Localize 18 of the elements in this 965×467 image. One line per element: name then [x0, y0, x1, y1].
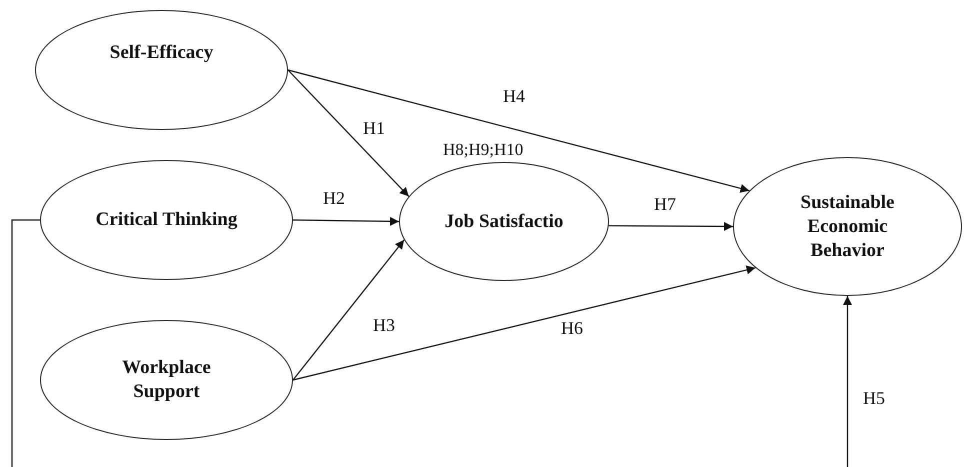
- arrow: [293, 216, 399, 226]
- ellipse: [399, 162, 609, 281]
- construct-name: Sustainable Economic Behavior: [800, 190, 896, 262]
- hypothesis-label: H8;H9;H10: [443, 140, 524, 160]
- arrow: [292, 266, 756, 381]
- construct-name: Workplace Support: [121, 356, 212, 404]
- construct-name: Job Satisfactio: [444, 210, 564, 234]
- arrow: [288, 70, 410, 197]
- construct-name: Self-Efficacy: [110, 41, 214, 65]
- arrow: [608, 222, 733, 231]
- ellipse: [35, 10, 288, 130]
- ellipse: [733, 157, 962, 296]
- arrow: [288, 69, 750, 193]
- arrow: [11, 219, 852, 467]
- ellipse: [40, 320, 293, 440]
- arrow: [292, 240, 405, 380]
- construct-name: Critical Thinking: [96, 208, 238, 232]
- ellipse: [40, 160, 293, 280]
